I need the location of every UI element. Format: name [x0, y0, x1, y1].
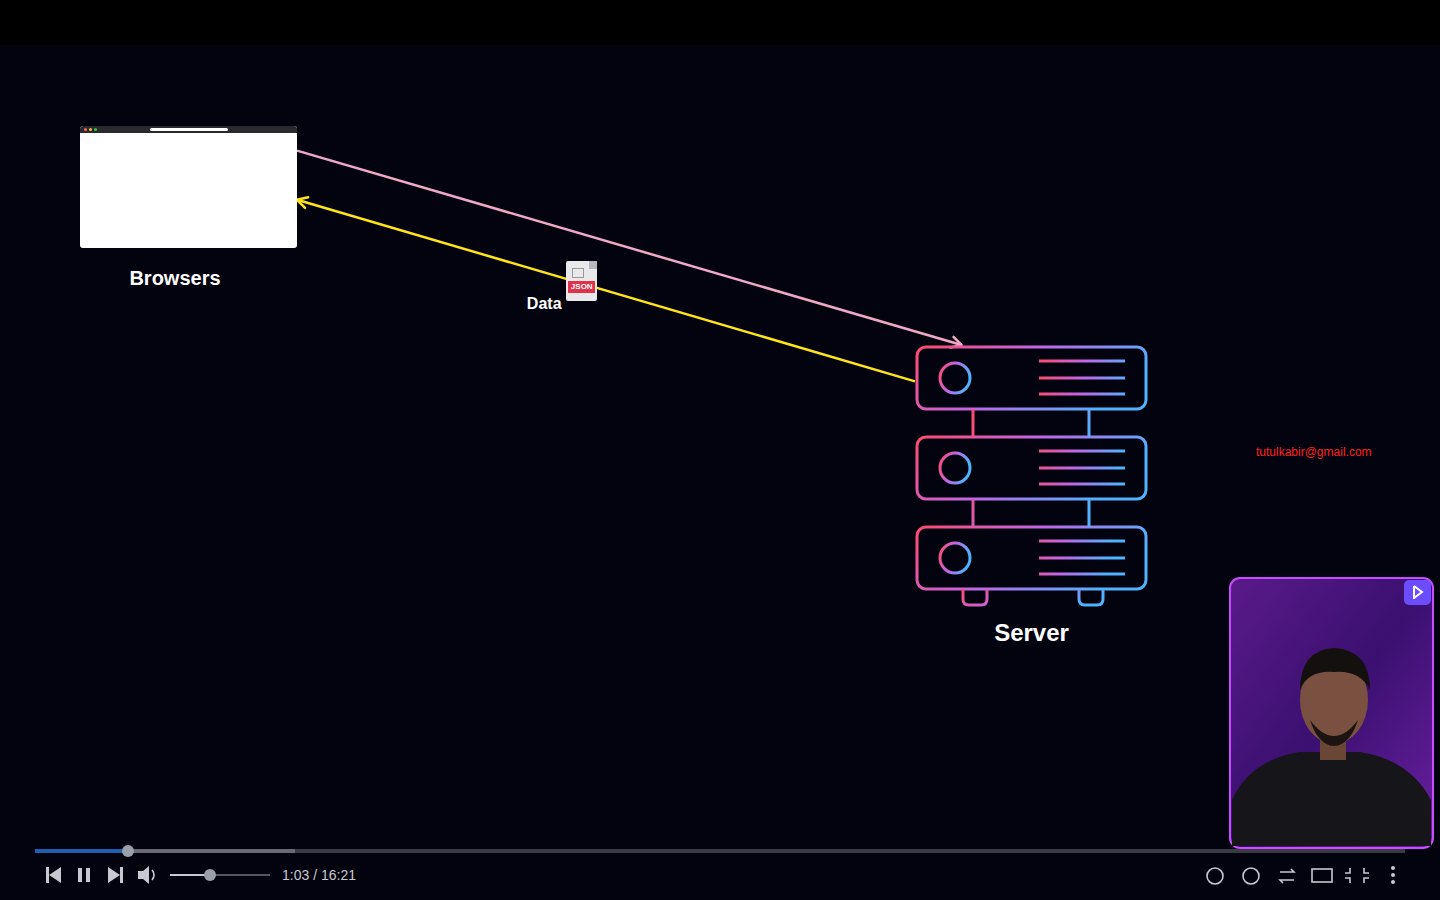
connector-line	[297, 151, 962, 345]
server-node: Server	[915, 345, 1148, 648]
browser-titlebar	[80, 126, 297, 133]
server-icon	[915, 345, 1148, 609]
webcam-overlay	[1230, 578, 1433, 848]
json-badge: JSON	[568, 281, 595, 293]
browser-address-bar	[150, 128, 228, 131]
progress-played	[35, 849, 128, 853]
browser-window	[80, 126, 297, 248]
connector-line	[297, 200, 915, 382]
window-dot	[89, 128, 92, 131]
node-label: Server	[915, 619, 1148, 648]
json-text: JSON	[571, 283, 593, 291]
connector	[297, 151, 962, 348]
json-file-icon: JSON	[566, 261, 597, 301]
server-graphic	[915, 345, 1148, 609]
window-dot	[84, 128, 87, 131]
progress-track	[35, 849, 1405, 853]
file-glyph	[572, 268, 584, 278]
progress-buffered	[35, 849, 295, 853]
arrowhead	[297, 197, 308, 208]
node-label: Browsers	[80, 266, 270, 290]
edge-label: Data	[525, 294, 564, 313]
browser-node: Browsers	[80, 126, 297, 290]
control-icons	[46, 866, 1395, 884]
video-time: 1:03 / 16:21	[282, 867, 356, 883]
connector	[297, 197, 915, 381]
file-fold	[589, 261, 597, 269]
progress-knob	[122, 845, 134, 857]
window-dot	[94, 128, 97, 131]
top-bar	[0, 0, 1440, 45]
watermark-email: tutulkabir@gmail.com	[1256, 445, 1372, 459]
